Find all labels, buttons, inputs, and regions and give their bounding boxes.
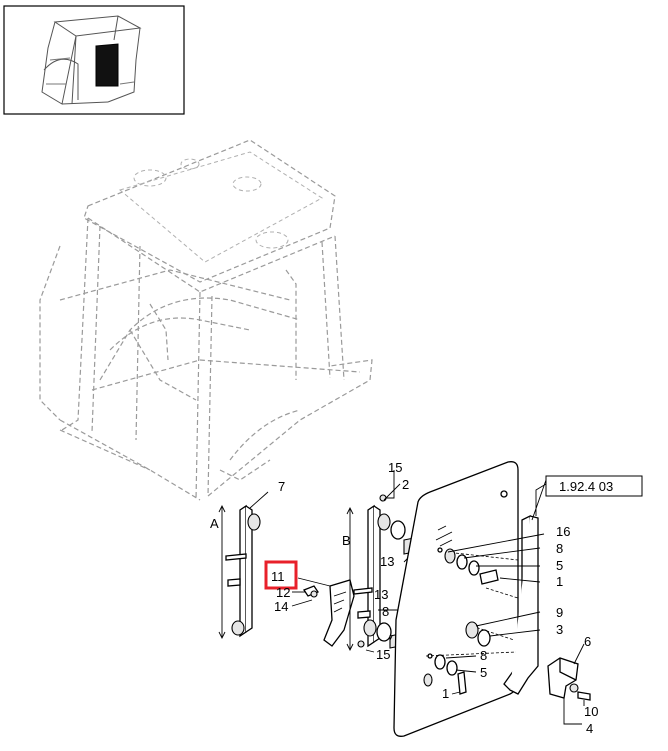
callout-6[interactable]: 6 <box>584 634 591 649</box>
rail-assembly-right[interactable] <box>346 470 415 653</box>
glass-panel[interactable] <box>393 461 519 737</box>
callout-5-bottom[interactable]: 5 <box>480 665 487 680</box>
callout-3[interactable]: 3 <box>556 622 563 637</box>
callout-highlighted[interactable]: 11 <box>271 569 285 584</box>
callout-13-bottom[interactable]: 13 <box>374 587 388 602</box>
callout-dim-a: A <box>210 516 219 531</box>
callout-10[interactable]: 10 <box>584 704 598 719</box>
thumbnail-cab-icon <box>41 15 142 105</box>
callout-dim-b: B <box>342 533 351 548</box>
reference-bracket <box>531 475 643 521</box>
callout-9[interactable]: 9 <box>556 605 563 620</box>
callout-8-right[interactable]: 8 <box>556 541 563 556</box>
callout-14[interactable]: 14 <box>274 599 288 614</box>
handle-part-11[interactable] <box>291 577 355 647</box>
callout-1-bottom[interactable]: 1 <box>442 686 449 701</box>
fasteners-middle[interactable] <box>465 611 541 647</box>
callout-5-right[interactable]: 5 <box>556 558 563 573</box>
cab-outline-ghost <box>39 139 373 501</box>
callout-2[interactable]: 2 <box>402 477 409 492</box>
bracket-assembly[interactable] <box>547 643 591 725</box>
rail-assembly-left[interactable] <box>218 491 269 640</box>
callout-1-right[interactable]: 1 <box>556 574 563 589</box>
fasteners-lower[interactable] <box>434 654 477 695</box>
callout-13-top[interactable]: 13 <box>380 554 394 569</box>
callout-8-bottom[interactable]: 8 <box>480 648 487 663</box>
callout-7[interactable]: 7 <box>278 479 285 494</box>
callout-12[interactable]: 12 <box>276 585 290 600</box>
callout-15-bottom[interactable]: 15 <box>376 647 390 662</box>
callout-4[interactable]: 4 <box>586 721 593 736</box>
highlight-box <box>264 560 298 590</box>
callout-16[interactable]: 16 <box>556 524 570 539</box>
thumbnail-inset[interactable] <box>3 5 185 115</box>
callout-reference[interactable]: 1.92.4 03 <box>559 479 613 494</box>
callout-15-top[interactable]: 15 <box>388 460 402 475</box>
callout-8-left[interactable]: 8 <box>382 604 389 619</box>
fasteners-upper[interactable] <box>444 533 545 585</box>
